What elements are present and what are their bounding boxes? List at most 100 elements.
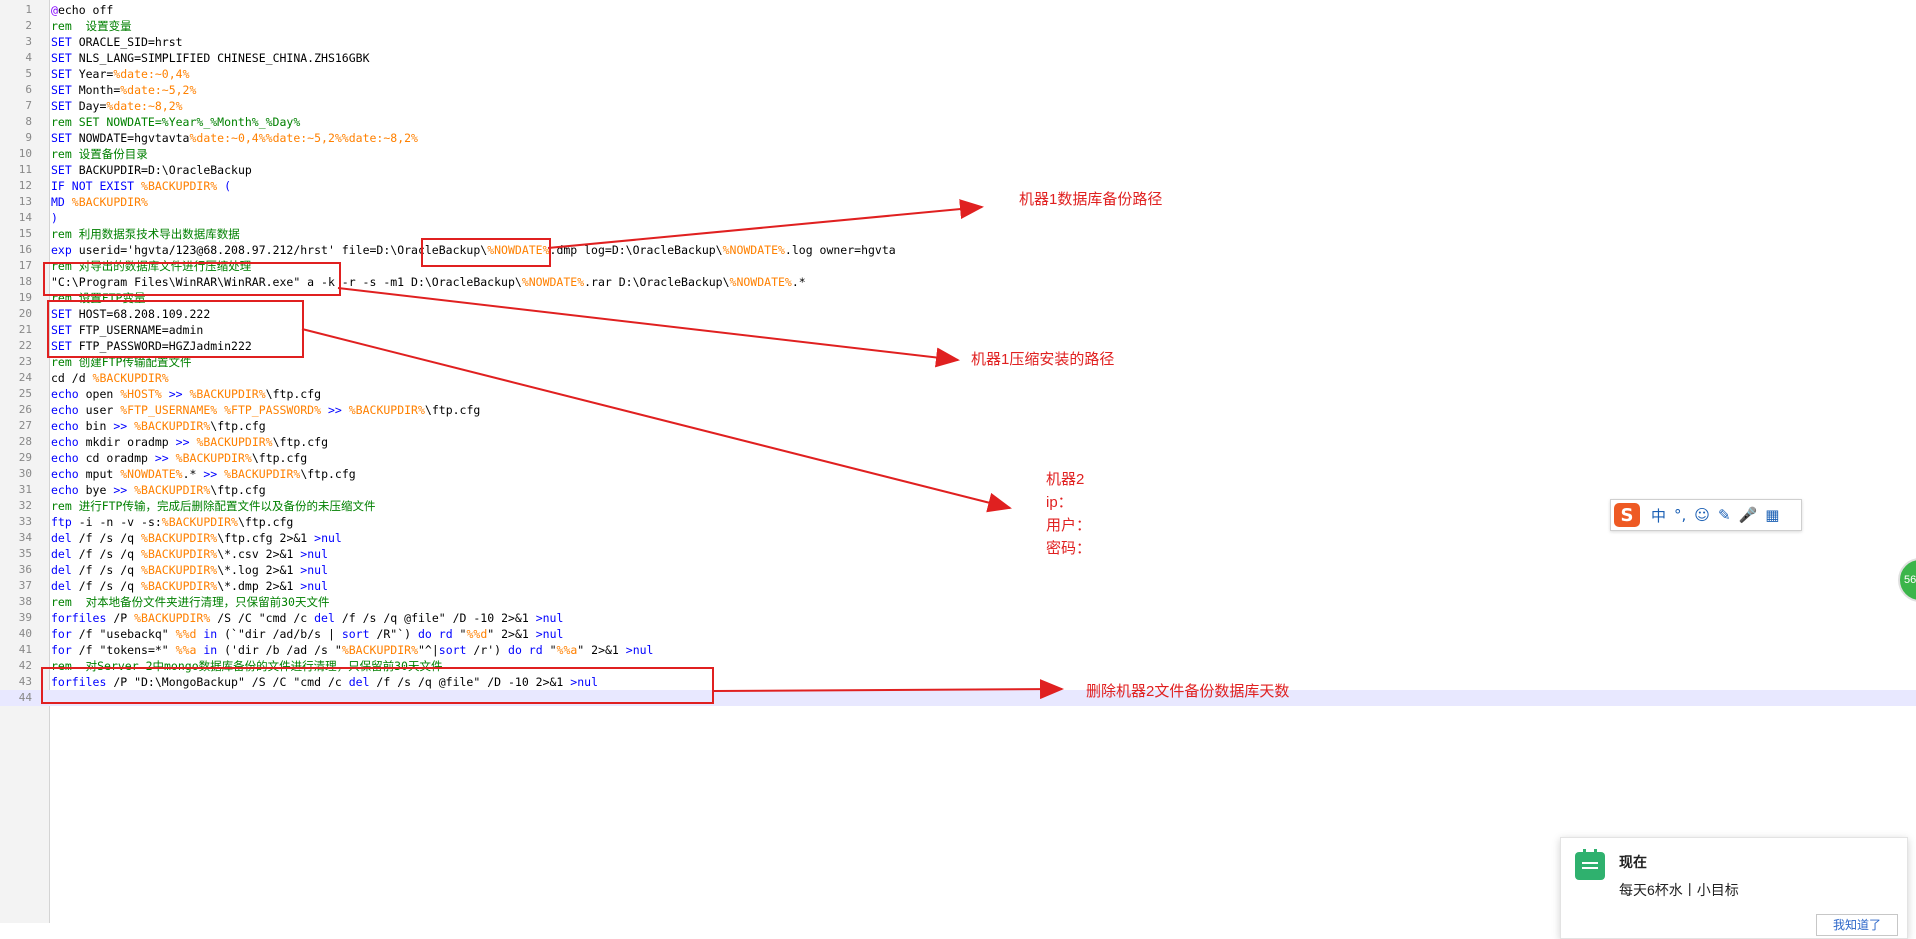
code-line[interactable]: 14) [0, 210, 1916, 226]
line-text[interactable]: SET NLS_LANG=SIMPLIFIED CHINESE_CHINA.ZH… [51, 51, 370, 65]
ime-emoji-icon[interactable]: ☺ [1694, 506, 1710, 524]
line-text[interactable]: cd /d %BACKUPDIR% [51, 371, 169, 385]
line-text[interactable]: SET HOST=68.208.109.222 [51, 307, 211, 321]
line-text[interactable]: echo user %FTP_USERNAME% %FTP_PASSWORD% … [51, 403, 481, 417]
line-text[interactable]: del /f /s /q %BACKUPDIR%\*.csv 2>&1 >nul [51, 547, 328, 561]
line-text[interactable]: exp userid='hgvta/123@68.208.97.212/hrst… [51, 243, 896, 257]
line-text[interactable]: @echo off [51, 3, 114, 17]
line-text[interactable]: del /f /s /q %BACKUPDIR%\ftp.cfg 2>&1 >n… [51, 531, 342, 545]
line-text[interactable]: SET ORACLE_SID=hrst [51, 35, 183, 49]
line-text[interactable]: SET BACKUPDIR=D:\OracleBackup [51, 163, 252, 177]
code-line[interactable]: 18"C:\Program Files\WinRAR\WinRAR.exe" a… [0, 274, 1916, 290]
line-text[interactable]: rem 对本地备份文件夹进行清理，只保留前30天文件 [51, 595, 330, 609]
line-text[interactable]: echo mput %NOWDATE%.* >> %BACKUPDIR%\ftp… [51, 467, 356, 481]
ime-voice-icon[interactable]: 🎤 [1738, 506, 1758, 524]
ime-punctuation-icon[interactable]: °, [1674, 506, 1687, 524]
code-line[interactable]: 40 for /f "usebackq" %%d in (`"dir /ad/b/… [0, 626, 1916, 642]
ime-toolbar[interactable]: S 中 °, ☺ ✎ 🎤 ▦ [1610, 499, 1802, 531]
code-line[interactable]: 27 echo bin >> %BACKUPDIR%\ftp.cfg [0, 418, 1916, 434]
line-text[interactable]: SET Month=%date:~5,2% [51, 83, 197, 97]
line-number: 41 [18, 643, 32, 656]
line-text[interactable]: rem 创建FTP传输配置文件 [51, 355, 192, 369]
line-text[interactable]: echo cd oradmp >> %BACKUPDIR%\ftp.cfg [51, 451, 308, 465]
code-line[interactable]: 26 echo user %FTP_USERNAME% %FTP_PASSWORD… [0, 402, 1916, 418]
ime-handwriting-icon[interactable]: ✎ [1717, 506, 1731, 524]
code-line[interactable]: 41 for /f "tokens=*" %%a in ('dir /b /ad … [0, 642, 1916, 658]
ime-toolbox-icon[interactable]: ▦ [1765, 506, 1780, 524]
line-text[interactable]: SET FTP_USERNAME=admin [51, 323, 204, 337]
code-line[interactable]: 20 SET HOST=68.208.109.222 [0, 306, 1916, 322]
line-text[interactable]: rem 利用数据泵技术导出数据库数据 [51, 227, 240, 241]
line-text[interactable]: del /f /s /q %BACKUPDIR%\*.log 2>&1 >nul [51, 563, 328, 577]
line-text[interactable]: for /f "usebackq" %%d in (`"dir /ad/b/s … [51, 627, 564, 641]
notification-toast[interactable]: 现在 每天6杯水丨小目标 我知道了 [1560, 837, 1908, 939]
line-text[interactable]: forfiles /P "D:\MongoBackup" /S /C "cmd … [51, 675, 598, 689]
line-text[interactable]: rem 设置变量 [51, 19, 132, 33]
line-text[interactable]: del /f /s /q %BACKUPDIR%\*.dmp 2>&1 >nul [51, 579, 328, 593]
notification-dismiss-button[interactable]: 我知道了 [1816, 914, 1898, 936]
sogou-logo-icon[interactable]: S [1611, 501, 1643, 529]
line-text[interactable]: SET FTP_PASSWORD=HGZJadmin222 [51, 339, 252, 353]
line-text[interactable]: echo bin >> %BACKUPDIR%\ftp.cfg [51, 419, 266, 433]
line-text[interactable]: SET NOWDATE=hgvtavta%date:~0,4%%date:~5,… [51, 131, 418, 145]
line-text[interactable]: forfiles /P %BACKUPDIR% /S /C "cmd /c de… [51, 611, 564, 625]
line-number: 20 [18, 307, 32, 320]
line-text[interactable]: rem SET NOWDATE=%Year%_%Month%_%Day% [51, 115, 301, 129]
line-text[interactable]: echo bye >> %BACKUPDIR%\ftp.cfg [51, 483, 266, 497]
line-text[interactable]: echo mkdir oradmp >> %BACKUPDIR%\ftp.cfg [51, 435, 328, 449]
line-text[interactable]: IF NOT EXIST %BACKUPDIR% ( [51, 179, 232, 193]
line-number: 14 [18, 211, 32, 224]
code-line[interactable]: 36 del /f /s /q %BACKUPDIR%\*.log 2>&1 >n… [0, 562, 1916, 578]
line-text[interactable]: "C:\Program Files\WinRAR\WinRAR.exe" a -… [51, 275, 806, 289]
line-text[interactable]: MD %BACKUPDIR% [51, 195, 148, 209]
line-number: 27 [18, 419, 32, 432]
line-text[interactable]: rem 对Server 2中mongo数据库备份的文件进行清理，只保留前30天文… [51, 659, 443, 673]
code-line[interactable]: 1@echo off [0, 2, 1916, 18]
line-text[interactable]: ) [51, 211, 58, 225]
ime-chinese-mode[interactable]: 中 [1651, 506, 1667, 525]
line-number: 36 [18, 563, 32, 576]
line-number: 40 [18, 627, 32, 640]
line-text[interactable]: echo open %HOST% >> %BACKUPDIR%\ftp.cfg [51, 387, 322, 401]
line-text[interactable]: rem 进行FTP传输，完成后删除配置文件以及备份的未压缩文件 [51, 499, 376, 513]
line-text[interactable]: SET Day=%date:~8,2% [51, 99, 183, 113]
line-text[interactable]: ftp -i -n -v -s:%BACKUPDIR%\ftp.cfg [51, 515, 294, 529]
line-text[interactable]: SET Year=%date:~0,4% [51, 67, 190, 81]
line-number: 26 [18, 403, 32, 416]
line-text[interactable]: for /f "tokens=*" %%a in ('dir /b /ad /s… [51, 643, 654, 657]
line-text[interactable]: rem 设置备份目录 [51, 147, 148, 161]
